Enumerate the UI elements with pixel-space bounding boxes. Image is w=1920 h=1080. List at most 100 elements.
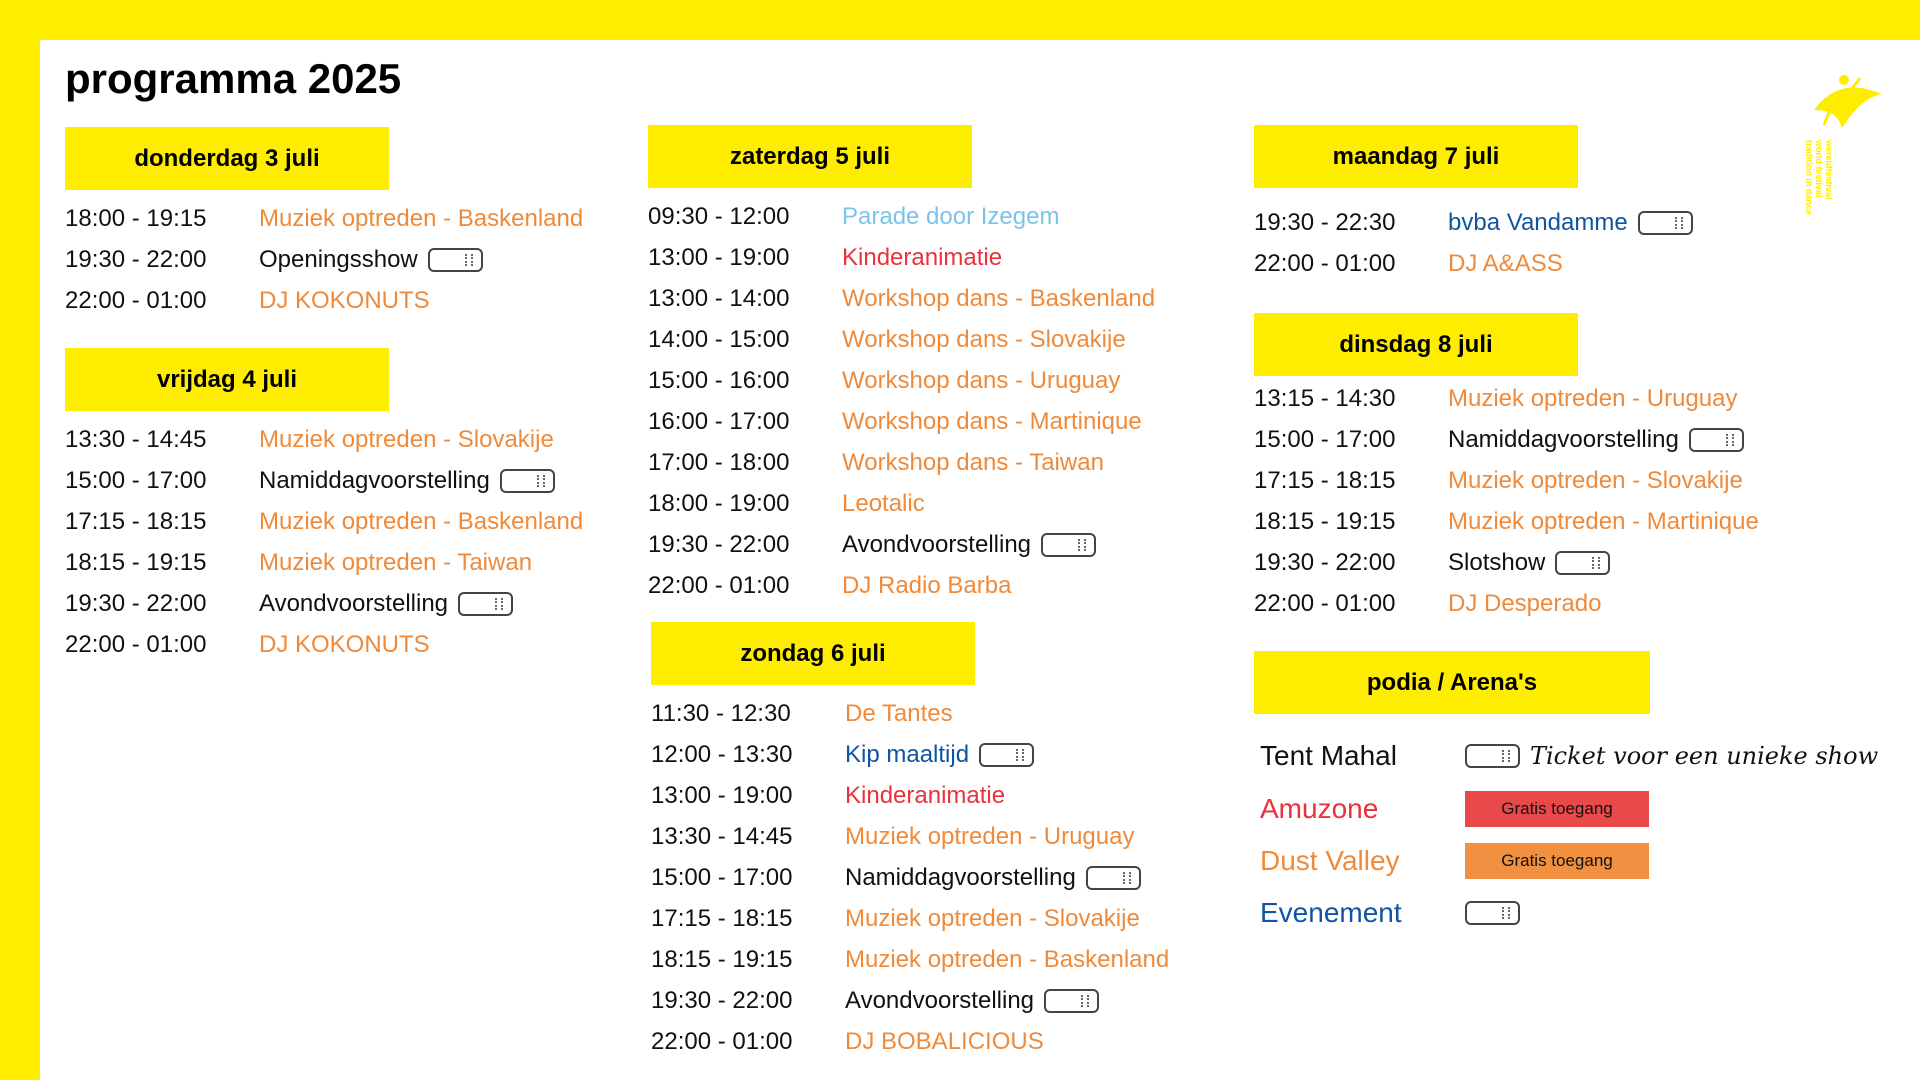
day-monday: maandag 7 juli 19:30 - 22:30 bvba Vandamm… — [1254, 125, 1693, 284]
logo-line: tradition in dance — [1804, 140, 1814, 216]
dancer-logo-icon — [1814, 75, 1882, 128]
day-heading: dinsdag 8 juli — [1254, 313, 1578, 376]
event-time: 18:15 - 19:15 — [651, 946, 793, 973]
logo-wordmark: wereldfestival world festival tradition … — [1804, 140, 1834, 240]
day-heading: maandag 7 juli — [1254, 125, 1578, 188]
event-time: 19:30 - 22:00 — [1254, 549, 1396, 576]
venue-legend: podia / Arena's Tent Mahal Ticket voor e… — [1254, 651, 1878, 928]
event-title: Namiddagvoorstelling — [845, 864, 1076, 891]
event-time: 18:15 - 19:15 — [65, 549, 207, 576]
event-title: Parade door Izegem — [842, 203, 1060, 230]
event-title: Namiddagvoorstelling — [259, 467, 490, 494]
event-time: 11:30 - 12:30 — [651, 700, 791, 727]
event-title: DJ KOKONUTS — [259, 631, 430, 658]
schedule-row: 18:15 - 19:15 Muziek optreden - Baskenlan… — [651, 939, 1169, 980]
event-title: Openingsshow — [259, 246, 418, 273]
event-time: 12:00 - 13:30 — [651, 741, 793, 768]
event-title: Workshop dans - Baskenland — [842, 285, 1156, 312]
ticket-icon — [499, 468, 555, 493]
event-title: Kinderanimatie — [845, 782, 1006, 809]
event-title: Muziek optreden - Uruguay — [1448, 385, 1738, 412]
event-title: Muziek optreden - Uruguay — [845, 823, 1135, 850]
schedule-row: 13:30 - 14:45 Muziek optreden - Uruguay — [651, 816, 1169, 857]
event-time: 22:00 - 01:00 — [648, 572, 790, 599]
legend-item-evenement: Evenement — [1260, 893, 1520, 933]
event-time: 16:00 - 17:00 — [648, 408, 790, 435]
event-title: Muziek optreden - Martinique — [1448, 508, 1759, 535]
event-title: Workshop dans - Uruguay — [842, 367, 1121, 394]
schedule-row: 15:00 - 17:00 Namiddagvoorstelling — [1254, 419, 1759, 460]
event-time: 19:30 - 22:00 — [65, 590, 207, 617]
event-time: 18:15 - 19:15 — [1254, 508, 1396, 535]
schedule-row: 22:00 - 01:00 DJ KOKONUTS — [65, 624, 583, 665]
event-time: 15:00 - 17:00 — [1254, 426, 1396, 453]
event-time: 09:30 - 12:00 — [648, 203, 790, 230]
event-title: Muziek optreden - Slovakije — [845, 905, 1140, 932]
schedule-row: 19:30 - 22:30 bvba Vandamme — [1254, 202, 1693, 243]
ticket-icon — [427, 247, 483, 272]
event-time: 13:30 - 14:45 — [651, 823, 793, 850]
event-title: Slotshow — [1448, 549, 1546, 576]
day-rows: 09:30 - 12:00 Parade door Izegem 13:00 - 1… — [648, 188, 1155, 606]
logo-line: world festival — [1814, 140, 1824, 198]
ticket-icon — [979, 742, 1035, 767]
event-time: 13:30 - 14:45 — [65, 426, 207, 453]
event-time: 18:00 - 19:00 — [648, 490, 790, 517]
event-time: 19:30 - 22:30 — [1254, 209, 1396, 236]
schedule-row: 19:30 - 22:00 Slotshow — [1254, 542, 1759, 583]
event-time: 22:00 - 01:00 — [651, 1028, 793, 1055]
event-title: Muziek optreden - Baskenland — [845, 946, 1170, 973]
event-title: DJ Radio Barba — [842, 572, 1012, 599]
free-entry-badge: Gratis toegang — [1465, 791, 1649, 827]
legend-venue-name: Tent Mahal — [1260, 740, 1397, 771]
day-heading: vrijdag 4 juli — [65, 348, 389, 411]
ticket-icon — [1041, 532, 1097, 557]
event-title: De Tantes — [845, 700, 953, 727]
event-time: 19:30 - 22:00 — [648, 531, 790, 558]
schedule-row: 09:30 - 12:00 Parade door Izegem — [648, 196, 1155, 237]
event-time: 17:15 - 18:15 — [651, 905, 793, 932]
event-title: Namiddagvoorstelling — [1448, 426, 1679, 453]
event-title: DJ Desperado — [1448, 590, 1602, 617]
event-time: 22:00 - 01:00 — [65, 287, 207, 314]
schedule-row: 17:15 - 18:15 Muziek optreden - Slovakije — [651, 898, 1169, 939]
legend-item-amuzone: Amuzone Gratis toegang — [1260, 789, 1649, 829]
event-title: Kinderanimatie — [842, 244, 1003, 271]
event-time: 17:00 - 18:00 — [648, 449, 790, 476]
ticket-icon — [1085, 865, 1141, 890]
event-title: DJ BOBALICIOUS — [845, 1028, 1044, 1055]
ticket-icon — [1465, 901, 1520, 925]
legend-venue-name: Amuzone — [1260, 793, 1379, 824]
ticket-icon — [1465, 744, 1520, 768]
event-time: 15:00 - 17:00 — [65, 467, 207, 494]
legend-venue-name: Dust Valley — [1260, 845, 1400, 876]
event-title: Muziek optreden - Baskenland — [259, 508, 584, 535]
event-time: 19:30 - 22:00 — [65, 246, 207, 273]
day-heading: zondag 6 juli — [651, 622, 975, 685]
event-time: 22:00 - 01:00 — [65, 631, 207, 658]
event-title: bvba Vandamme — [1448, 209, 1628, 236]
